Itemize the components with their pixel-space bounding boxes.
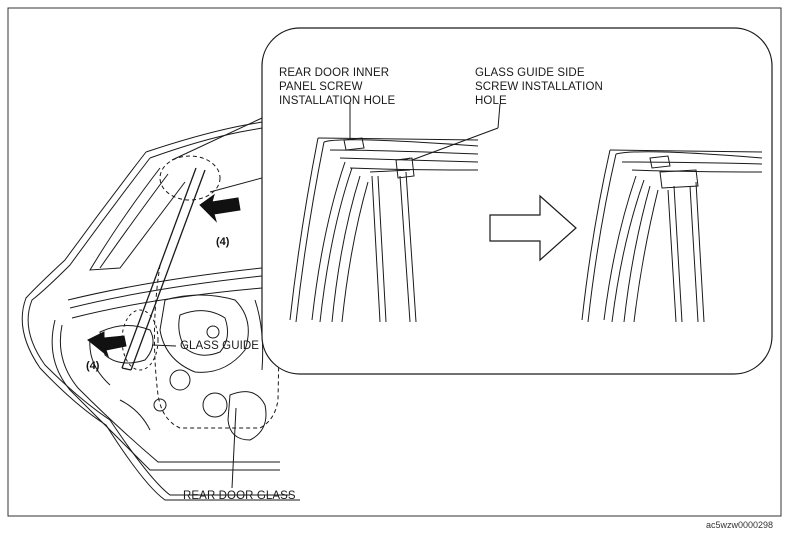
inner-panel-hole-label: REAR DOOR INNER PANEL SCREW INSTALLATION… <box>279 66 395 108</box>
inner-panel-hole-label-line-1: REAR DOOR INNER <box>279 67 390 79</box>
glass-guide-channel <box>121 167 206 371</box>
rear-door-glass-label: REAR DOOR GLASS <box>183 490 296 502</box>
step-number-upper: (4) <box>216 236 230 248</box>
hole-leaders <box>349 103 501 161</box>
guide-side-hole-label-line-3: HOLE <box>475 95 507 107</box>
figure-frame <box>7 7 782 517</box>
detail-circle <box>159 155 221 201</box>
rear-door-outline <box>21 121 300 501</box>
inner-panel-hole-label-line-3: INSTALLATION HOLE <box>279 95 396 107</box>
glass-guide-leader <box>151 344 177 347</box>
rear-door-glass-leader <box>231 407 237 489</box>
guide-side-hole-label: GLASS GUIDE SIDE SCREW INSTALLATION HOLE <box>475 66 603 108</box>
glass-guide-label: GLASS GUIDE <box>180 340 260 352</box>
detail-view-after <box>581 149 763 323</box>
guide-side-hole-label-line-1: GLASS GUIDE SIDE <box>475 67 585 79</box>
step-number-lower: (4) <box>86 360 100 372</box>
rear-door-glass-outline <box>153 264 281 429</box>
figure-code: ac5wzw0000298 <box>706 520 774 530</box>
inner-panel-hole-label-line-2: PANEL SCREW <box>279 81 363 93</box>
detail-callout <box>261 27 773 375</box>
glass-guide-highlight <box>121 309 159 371</box>
detail-view-before <box>289 137 479 323</box>
guide-side-hole-label-line-2: SCREW INSTALLATION <box>475 81 603 93</box>
sequence-arrow <box>489 194 577 262</box>
push-arrow-upper <box>199 193 241 223</box>
push-arrow-lower <box>87 331 127 358</box>
